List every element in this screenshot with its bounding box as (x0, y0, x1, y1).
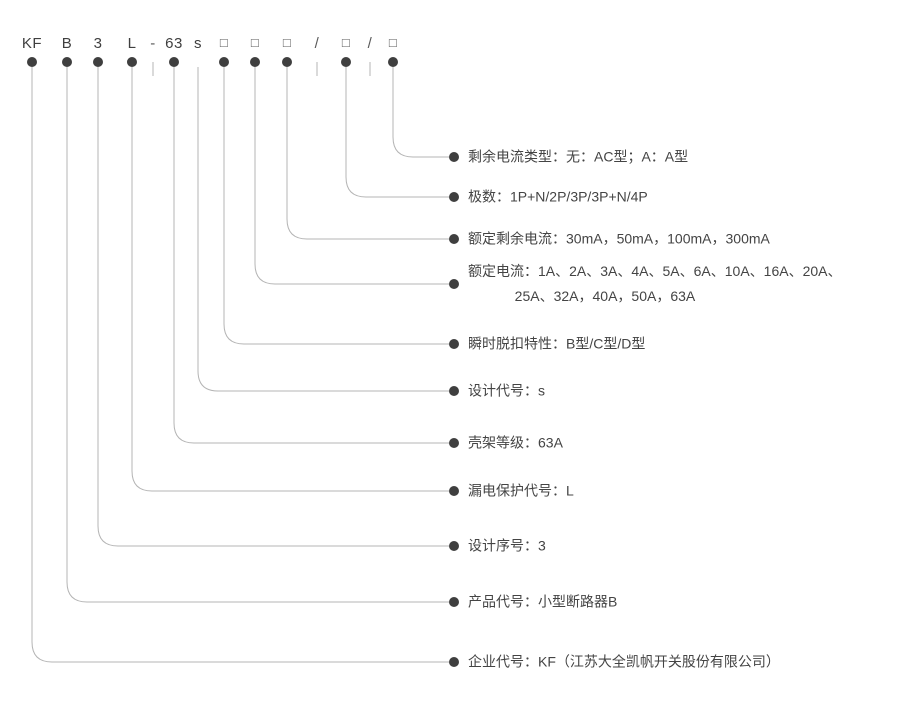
label-node-dot-design-serial-number (449, 541, 459, 551)
description-line: 剩余电流类型：无：AC型；A：A型 (468, 148, 689, 165)
label-node-dot-product-code (449, 597, 459, 607)
description-design-serial-number: 设计序号：3 (468, 536, 546, 557)
code-node-dot (388, 57, 398, 67)
description-residual-current-type: 剩余电流类型：无：AC型；A：A型 (468, 147, 688, 168)
label-node-dot-design-code (449, 386, 459, 396)
description-rated-residual-current: 额定剩余电流：30mA，50mA，100mA，300mA (468, 229, 770, 250)
connector-line-design-code (197, 67, 449, 392)
model-code-token: 3 (93, 35, 103, 52)
model-code-token: □ (250, 35, 260, 50)
connector-line-design-serial-number (97, 67, 449, 547)
description-enterprise-code: 企业代号：KF（江苏大全凯帆开关股份有限公司） (468, 652, 780, 673)
model-code-token: □ (282, 35, 292, 50)
model-code-token: □ (341, 35, 351, 50)
code-node-dot (27, 57, 37, 67)
label-node-dot-residual-current-type (449, 152, 459, 162)
connector-line-earth-leakage-code (131, 67, 449, 492)
description-line: 漏电保护代号：L (468, 482, 574, 499)
description-rated-current: 额定电流：1A、2A、3A、4A、5A、6A、10A、16A、20A、 25A、… (468, 259, 841, 309)
model-code-token: □ (388, 35, 398, 50)
connector-line-rated-residual-current (286, 67, 449, 240)
connector-line-pole-number (345, 67, 449, 198)
label-node-dot-frame-rating (449, 438, 459, 448)
model-code-token: L (127, 35, 137, 52)
model-code-token: - (150, 35, 156, 52)
description-line: 企业代号：KF（江苏大全凯帆开关股份有限公司） (468, 653, 780, 670)
model-code-token: 63 (165, 35, 183, 52)
code-node-dot (341, 57, 351, 67)
model-code-token: s (194, 35, 202, 52)
connector-line-residual-current-type (392, 67, 449, 158)
description-product-code: 产品代号：小型断路器B (468, 592, 617, 613)
code-node-dot (127, 57, 137, 67)
code-node-dot (93, 57, 103, 67)
connector-line-rated-current (254, 67, 449, 285)
description-line: 产品代号：小型断路器B (468, 593, 618, 610)
description-earth-leakage-code: 漏电保护代号：L (468, 481, 574, 502)
code-node-dot (282, 57, 292, 67)
description-line: 设计序号：3 (468, 537, 546, 554)
label-node-dot-pole-number (449, 192, 459, 202)
description-frame-rating: 壳架等级：63A (468, 433, 563, 454)
label-node-dot-rated-current (449, 279, 459, 289)
description-line: 25A、32A，40A，50A，63A (468, 288, 696, 304)
label-node-dot-instantaneous-trip-characteristic (449, 339, 459, 349)
code-node-dot (62, 57, 72, 67)
code-node-dot (219, 57, 229, 67)
description-line: 极数：1P+N/2P/3P/3P+N/4P (468, 188, 648, 205)
connector-line-instantaneous-trip-characteristic (223, 67, 449, 345)
label-node-dot-enterprise-code (449, 657, 459, 667)
model-code-token: / (367, 35, 373, 52)
model-code-token: KF (21, 35, 43, 52)
model-code-token: □ (219, 35, 229, 50)
connector-line-frame-rating (173, 67, 449, 444)
description-line: 壳架等级：63A (468, 434, 563, 451)
model-code-token: B (61, 35, 73, 52)
description-line: 设计代号：s (468, 382, 545, 399)
description-line: 额定电流：1A、2A、3A、4A、5A、6A、10A、16A、20A、 (468, 263, 842, 279)
description-line: 瞬时脱扣特性：B型/C型/D型 (468, 335, 646, 352)
connector-line-product-code (66, 67, 449, 603)
connector-line-enterprise-code (31, 67, 449, 663)
description-design-code: 设计代号：s (468, 381, 545, 402)
description-line: 额定剩余电流：30mA，50mA，100mA，300mA (468, 230, 770, 247)
code-node-dot (250, 57, 260, 67)
label-node-dot-rated-residual-current (449, 234, 459, 244)
description-instantaneous-trip-characteristic: 瞬时脱扣特性：B型/C型/D型 (468, 334, 645, 355)
label-node-dot-earth-leakage-code (449, 486, 459, 496)
description-pole-number: 极数：1P+N/2P/3P/3P+N/4P (468, 187, 648, 208)
model-code-token: / (314, 35, 320, 52)
code-node-dot (169, 57, 179, 67)
